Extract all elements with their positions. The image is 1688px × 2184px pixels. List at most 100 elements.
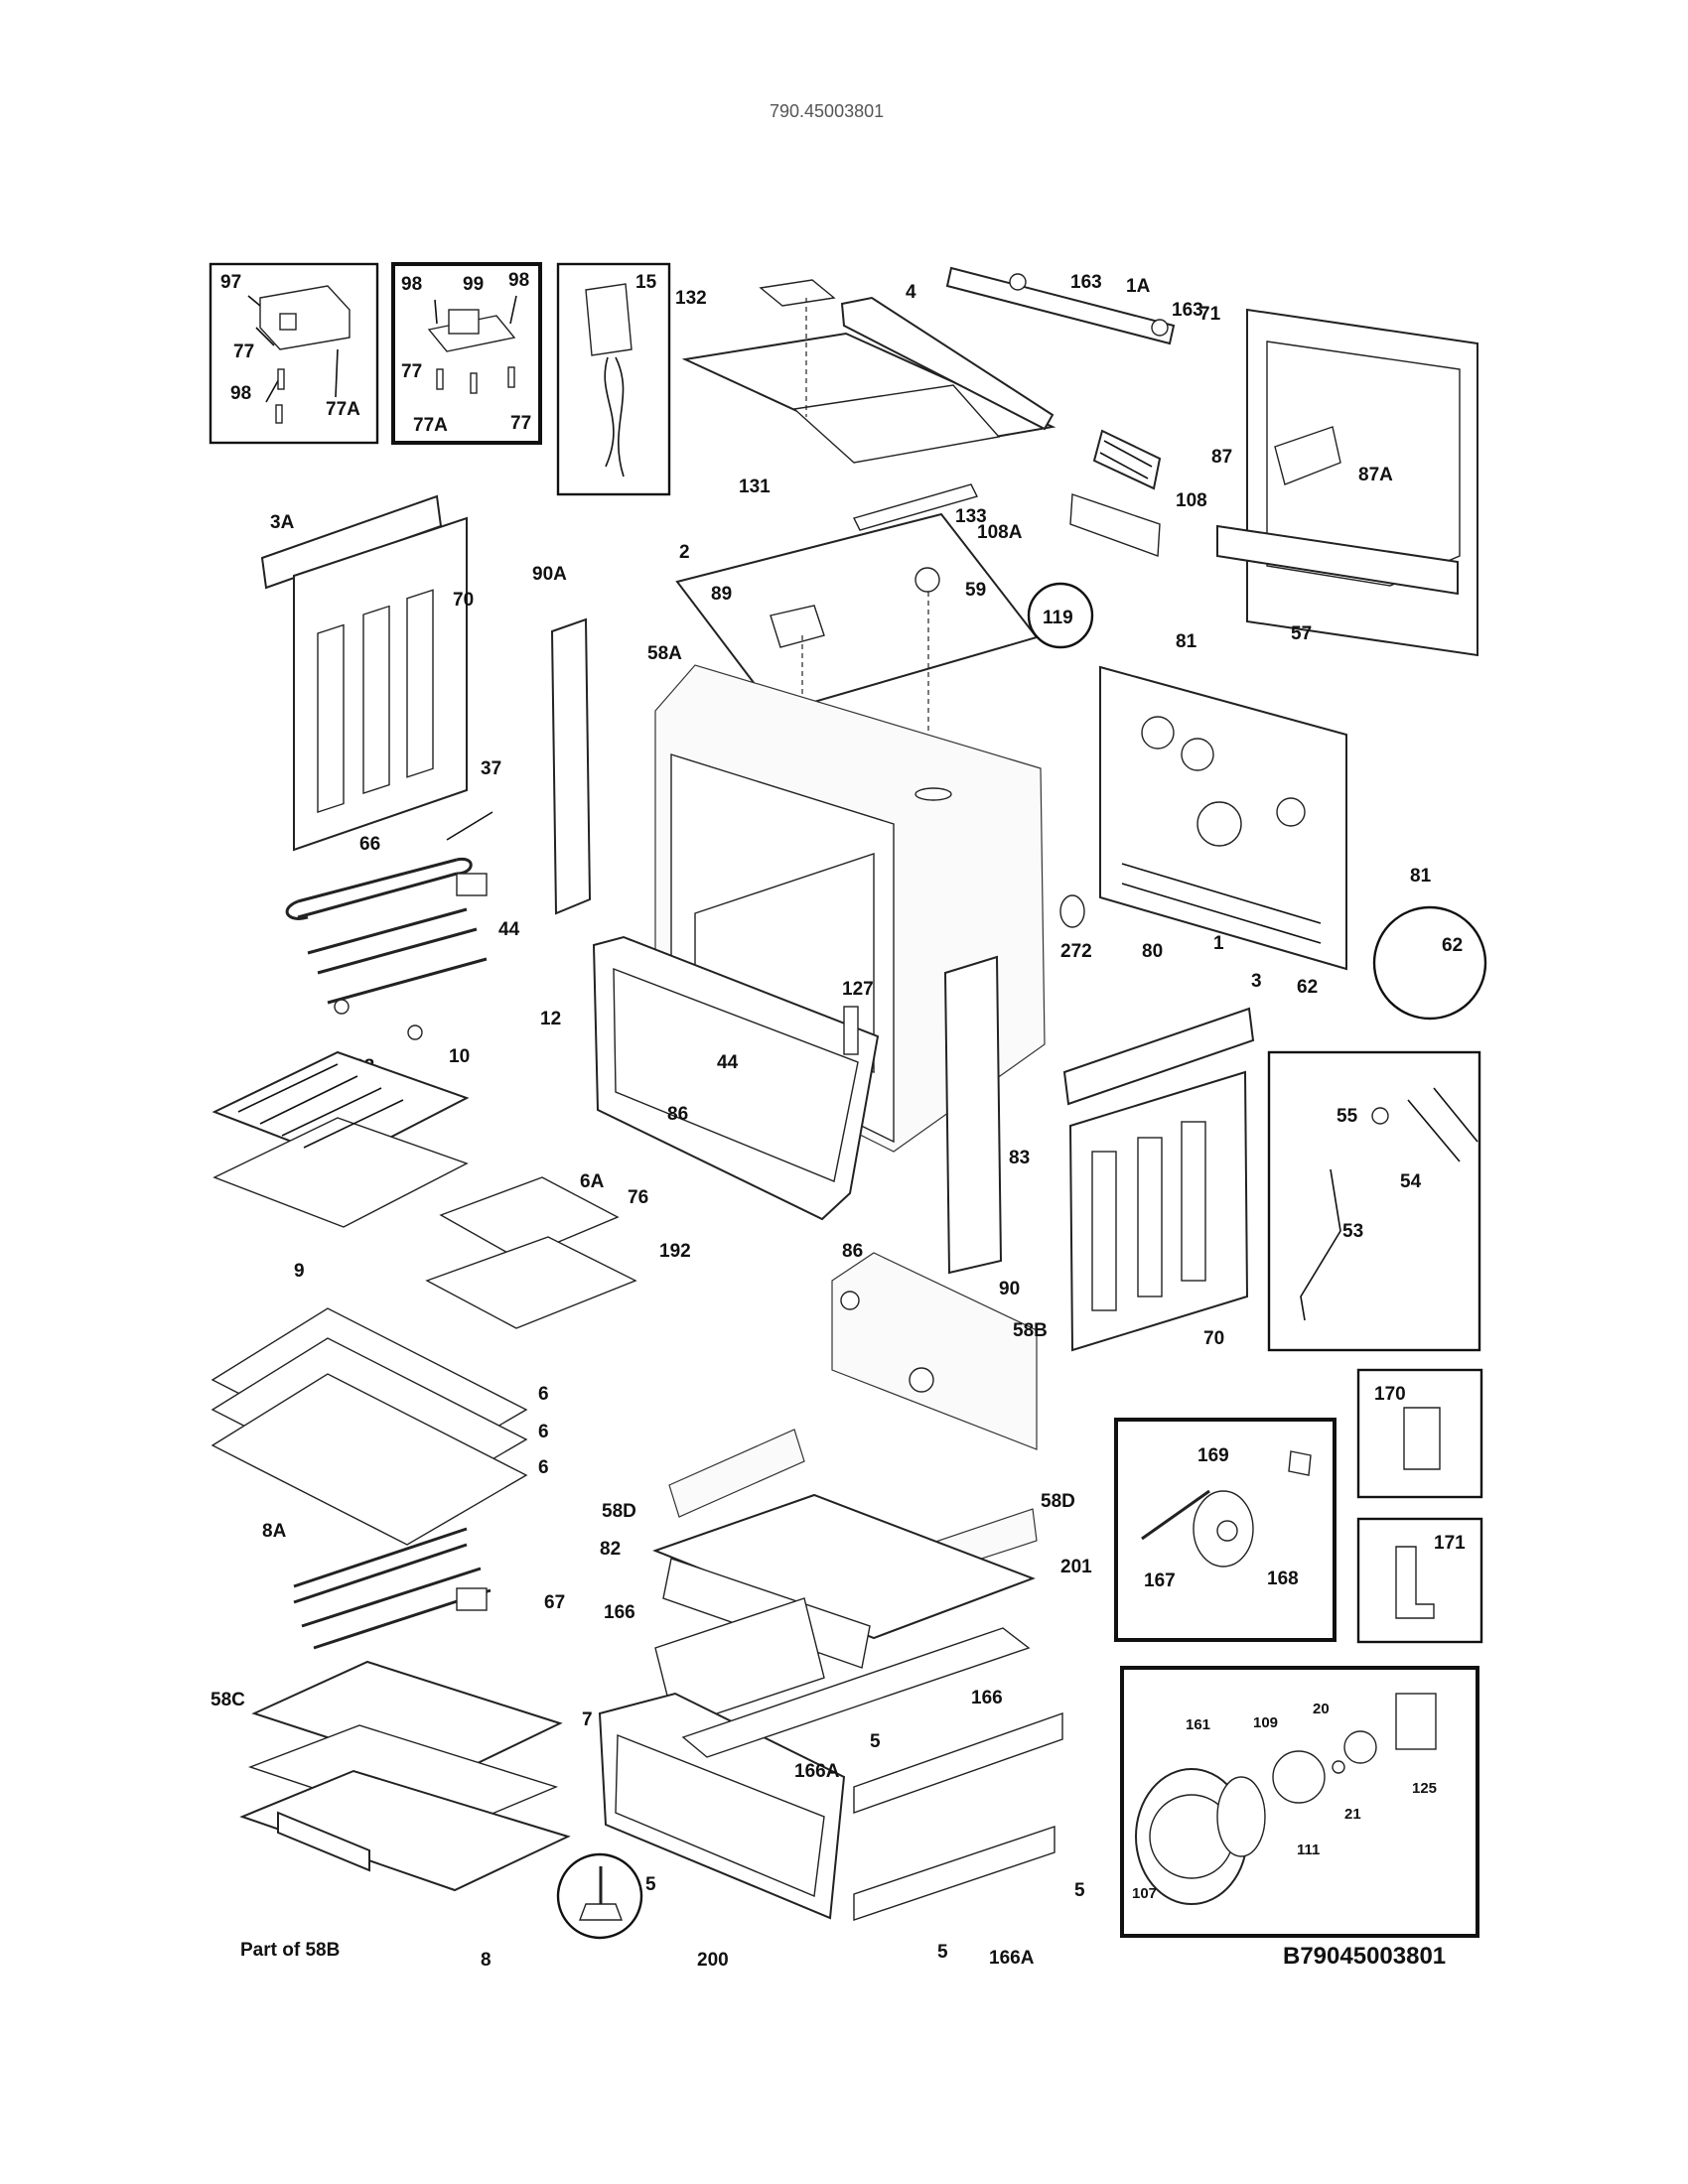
label-86-a: 86 (667, 1104, 688, 1125)
label-58A: 58A (647, 643, 682, 664)
inset-transformer-99 (391, 262, 542, 445)
leveling-leg-5 (556, 1852, 643, 1940)
label-59: 59 (965, 580, 986, 601)
label-21: 21 (1344, 1806, 1361, 1823)
label-166-b: 166 (971, 1688, 1003, 1708)
label-89: 89 (711, 584, 732, 605)
label-8A: 8A (262, 1521, 287, 1542)
label-200: 200 (697, 1950, 729, 1971)
label-98-c: 98 (508, 270, 529, 291)
inset-igniter (1267, 1050, 1481, 1352)
label-58C: 58C (211, 1690, 245, 1710)
label-57: 57 (1291, 623, 1312, 644)
label-76: 76 (628, 1187, 648, 1208)
footer-drawing-id: B79045003801 (1283, 1943, 1446, 1970)
label-7: 7 (582, 1709, 593, 1730)
label-201: 201 (1060, 1557, 1092, 1577)
bottom-panels-58C-7-8 (239, 1660, 571, 1892)
callout-circle-62 (1372, 905, 1487, 1021)
label-166A-b: 166A (989, 1948, 1035, 1969)
label-20: 20 (1313, 1701, 1330, 1717)
label-9: 9 (294, 1261, 305, 1282)
inset-bracket-171 (1356, 1517, 1483, 1644)
broil-element-8A (293, 1527, 492, 1650)
clip-68-a (334, 999, 350, 1015)
label-55: 55 (1336, 1106, 1358, 1127)
label-97: 97 (220, 272, 241, 293)
label-119: 119 (1043, 608, 1073, 628)
label-58B: 58B (1013, 1320, 1048, 1341)
probe-37 (446, 811, 493, 841)
label-98-b: 98 (401, 274, 422, 295)
side-trim-90A (550, 617, 592, 915)
label-5-a: 5 (870, 1731, 881, 1752)
label-5-b: 5 (645, 1874, 656, 1895)
label-169: 169 (1197, 1445, 1229, 1466)
label-81-a: 81 (1176, 631, 1197, 652)
label-37: 37 (481, 758, 501, 779)
label-125: 125 (1412, 1780, 1437, 1797)
label-12: 12 (540, 1009, 561, 1029)
label-5-d: 5 (937, 1942, 948, 1963)
label-4: 4 (906, 282, 916, 303)
label-58D-a: 58D (602, 1501, 636, 1522)
label-62-a: 62 (1442, 935, 1463, 956)
label-66: 66 (359, 834, 380, 855)
label-127: 127 (842, 979, 874, 1000)
label-67: 67 (544, 1592, 565, 1613)
label-10: 10 (449, 1046, 470, 1067)
label-77-c: 77 (510, 413, 531, 434)
rear-panel-1 (1099, 665, 1347, 971)
label-70-b: 70 (1203, 1328, 1224, 1349)
light-127 (843, 1006, 859, 1055)
label-3A: 3A (270, 512, 295, 533)
label-108A: 108A (977, 522, 1023, 543)
label-161: 161 (1186, 1716, 1210, 1733)
label-part-of-58B: Part of 58B (240, 1940, 340, 1961)
label-15: 15 (635, 272, 657, 293)
label-163-b: 163 (1172, 300, 1203, 321)
inset-lock-motor (1114, 1418, 1336, 1642)
bake-element-66 (285, 857, 488, 1005)
label-1: 1 (1213, 933, 1224, 954)
label-108: 108 (1176, 490, 1207, 511)
label-62-b: 62 (1297, 977, 1318, 998)
label-6-c: 6 (538, 1457, 549, 1478)
label-109: 109 (1253, 1714, 1278, 1731)
back-panel-71 (1216, 308, 1478, 657)
label-171: 171 (1434, 1533, 1466, 1554)
label-99: 99 (463, 274, 484, 295)
base-frame-82 (652, 1493, 1036, 1728)
label-53: 53 (1342, 1221, 1363, 1242)
label-2: 2 (679, 542, 690, 563)
label-272: 272 (1060, 941, 1092, 962)
label-86-b: 86 (842, 1241, 863, 1262)
knob-272 (1059, 894, 1085, 928)
label-3: 3 (1251, 971, 1262, 992)
label-6-a: 6 (538, 1384, 549, 1405)
inset-convection-fan (1120, 1666, 1479, 1938)
label-90: 90 (999, 1279, 1020, 1299)
label-44-b: 44 (717, 1052, 739, 1073)
label-71: 71 (1199, 304, 1221, 325)
label-6-b: 6 (538, 1422, 549, 1442)
label-77A-b: 77A (413, 415, 448, 436)
label-166-a: 166 (604, 1602, 635, 1623)
label-70-a: 70 (453, 590, 474, 611)
inset-sensor-15 (556, 262, 671, 496)
label-170: 170 (1374, 1384, 1406, 1405)
label-87: 87 (1211, 447, 1232, 468)
clip-68-b (407, 1024, 423, 1040)
label-98-a: 98 (230, 383, 251, 404)
top-panels-group (681, 279, 1056, 464)
header-doc-number: 790.45003801 (770, 101, 884, 121)
label-163-a: 163 (1070, 272, 1102, 293)
racks-6A-192 (425, 1176, 637, 1329)
label-77-b: 77 (401, 361, 422, 382)
label-80: 80 (1142, 941, 1163, 962)
side-panel-70-left (260, 494, 468, 852)
label-167: 167 (1144, 1570, 1176, 1591)
label-111: 111 (1297, 1842, 1320, 1858)
label-107: 107 (1132, 1885, 1157, 1902)
drawer-slides-166 (853, 1712, 1063, 1921)
